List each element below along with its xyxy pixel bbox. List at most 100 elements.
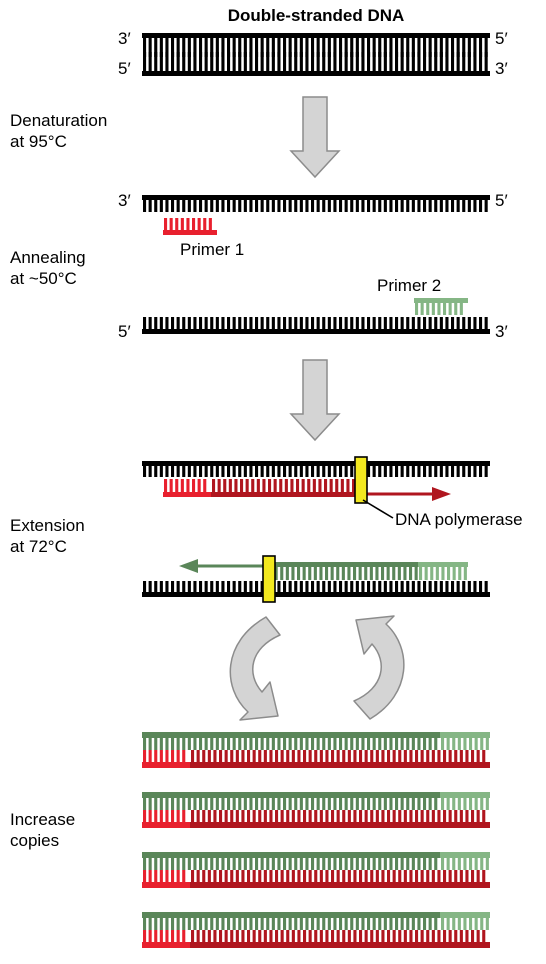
base-tooth [232,738,236,750]
base-tooth [307,479,311,492]
base-tooth [372,918,376,930]
base-tooth [210,317,214,329]
base-tooth [143,930,147,942]
base-tooth [389,317,393,329]
base-tooth [159,750,163,762]
base-tooth [361,200,365,212]
base-tooth [459,810,463,822]
base-tooth [232,200,236,212]
base-tooth [423,581,427,592]
base-tooth [400,466,404,477]
base-tooth [403,750,407,762]
base-tooth [451,38,455,57]
base-tooth [294,858,298,870]
base-tooth [275,810,279,822]
backbone [418,562,468,567]
base-tooth [171,918,175,930]
base-tooth [339,918,343,930]
dsdna-top-left-end: 3′ [118,29,131,48]
base-tooth [148,810,152,822]
base-tooth [316,738,320,750]
base-tooth [447,567,451,580]
base-tooth [485,858,489,870]
base-tooth [322,798,326,810]
base-tooth [319,870,323,882]
base-tooth [327,38,331,57]
base-tooth [457,918,461,930]
base-tooth [296,479,300,492]
base-tooth [355,317,359,329]
base-tooth [327,858,331,870]
base-tooth [361,858,365,870]
base-tooth [378,918,382,930]
base-tooth [434,466,438,477]
base-tooth [409,870,413,882]
base-tooth [467,581,471,592]
base-tooth [327,918,331,930]
base-tooth [217,479,221,492]
base-tooth [283,858,287,870]
base-tooth [180,218,184,230]
base-tooth [227,858,231,870]
base-tooth [196,750,200,762]
base-tooth [389,200,393,212]
base-tooth [299,200,303,212]
base-tooth [291,930,295,942]
base-tooth [280,567,284,580]
base-tooth [333,798,337,810]
base-tooth [224,810,228,822]
base-tooth [378,317,382,329]
base-tooth [446,738,450,750]
base-tooth [154,52,158,71]
base-tooth [347,810,351,822]
base-tooth [171,581,175,592]
base-tooth [409,567,413,580]
base-tooth [215,52,219,71]
base-tooth [227,317,231,329]
base-tooth [286,810,290,822]
base-tooth [243,52,247,71]
base-tooth [359,870,363,882]
backbone [190,822,490,828]
base-tooth [266,466,270,477]
backbone [142,852,440,858]
base-tooth [431,750,435,762]
strand1-right-end: 5′ [495,191,508,210]
base-tooth [406,38,410,57]
base-tooth [148,581,152,592]
base-tooth [406,798,410,810]
base-tooth [482,870,486,882]
base-tooth [445,581,449,592]
base-tooth [428,738,432,750]
base-tooth [417,317,421,329]
strand2-left-end: 5′ [118,322,131,341]
base-tooth [350,317,354,329]
base-tooth [196,810,200,822]
base-tooth [400,581,404,592]
base-tooth [171,200,175,212]
base-tooth [241,930,245,942]
base-tooth [227,52,231,71]
base-tooth [143,798,147,810]
base-tooth [154,317,158,329]
primer2 [414,298,468,315]
base-tooth [411,317,415,329]
base-tooth [232,317,236,329]
base-tooth [415,870,419,882]
base-tooth [308,870,312,882]
base-tooth [193,798,197,810]
base-tooth [314,810,318,822]
base-tooth [322,858,326,870]
base-tooth [154,798,158,810]
base-tooth [329,479,333,492]
base-tooth [280,930,284,942]
base-tooth [302,567,306,580]
base-tooth [169,218,173,230]
base-tooth [187,918,191,930]
base-tooth [443,750,447,762]
base-tooth [284,479,288,492]
base-tooth [372,200,376,212]
base-tooth [456,52,460,71]
base-tooth [299,858,303,870]
base-tooth [355,581,359,592]
